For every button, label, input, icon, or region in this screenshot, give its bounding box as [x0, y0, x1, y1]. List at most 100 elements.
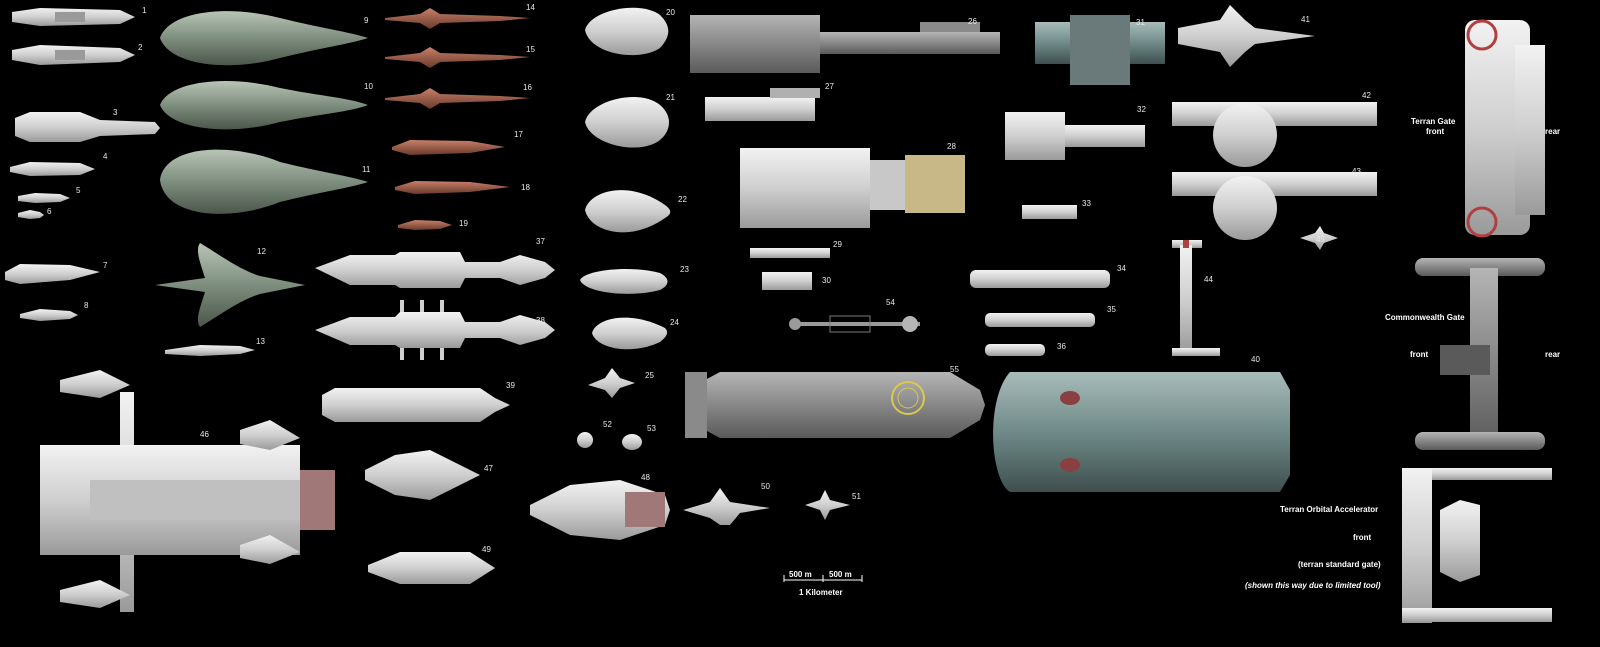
ship-7: [5, 264, 100, 284]
ship-22: [585, 190, 671, 233]
ship-number-label: 46: [200, 430, 209, 439]
ship-17: [392, 140, 505, 155]
ship-30: [762, 272, 812, 290]
ship-21: [585, 96, 669, 148]
ship-number-label: 11: [362, 165, 371, 174]
ship-number-label: 25: [645, 371, 654, 380]
ship-55: [685, 372, 985, 438]
ship-number-label: 17: [514, 130, 523, 139]
ship-number-label: 33: [1082, 199, 1091, 208]
ship-labels: 1234567891011121314151617181920212223242…: [47, 3, 1371, 554]
ship-number-label: 28: [947, 142, 956, 151]
ship-number-label: 13: [256, 337, 265, 346]
commonwealth-gate-front-label: front: [1410, 350, 1429, 359]
ship-number-label: 32: [1137, 105, 1146, 114]
ship-15: [385, 47, 530, 68]
ship-number-label: 41: [1301, 15, 1310, 24]
ship-29: [750, 248, 830, 258]
orbital-accelerator: [1402, 468, 1552, 623]
ship-number-label: 48: [641, 473, 650, 482]
ship-number-label: 21: [666, 93, 675, 102]
ship-44: [1172, 240, 1220, 356]
ship-52: [577, 432, 593, 448]
ship-1: [12, 8, 135, 26]
terran-gate-front-label: front: [1426, 127, 1445, 136]
ship-10: [160, 81, 368, 130]
ship-32: [1005, 112, 1145, 160]
ship-number-label: 42: [1362, 91, 1371, 100]
scale-total-label: 1 Kilometer: [799, 588, 843, 597]
ship-number-label: 18: [521, 183, 530, 192]
ship-number-label: 7: [103, 261, 108, 270]
ship-number-label: 14: [526, 3, 535, 12]
ship-43: [1172, 172, 1377, 240]
ship-number-label: 23: [680, 265, 689, 274]
ship-53: [622, 434, 642, 450]
ship-45: [1300, 226, 1338, 250]
ship-14: [385, 8, 530, 29]
ship-number-label: 20: [666, 8, 675, 17]
orbital-accelerator-note2: (shown this way due to limited tool): [1245, 581, 1381, 590]
ship-35: [985, 313, 1095, 327]
ship-50: [683, 488, 770, 525]
ship-number-label: 36: [1057, 342, 1066, 351]
ship-number-label: 30: [822, 276, 831, 285]
ship-number-label: 31: [1136, 18, 1145, 27]
ship-3: [15, 112, 160, 142]
ship-number-label: 51: [852, 492, 861, 501]
ship-number-label: 40: [1251, 355, 1260, 364]
ship-4: [10, 162, 95, 176]
ship-number-label: 34: [1117, 264, 1126, 273]
ship-27: [705, 88, 820, 121]
ship-18: [395, 181, 510, 194]
ship-number-label: 24: [670, 318, 679, 327]
ship-number-label: 19: [459, 219, 468, 228]
ship-48: [530, 480, 670, 540]
ship-12: [155, 243, 305, 327]
terran-gate-rear-label: rear: [1545, 127, 1560, 136]
ship-51: [805, 490, 850, 520]
ship-5: [18, 193, 70, 203]
ship-number-label: 49: [482, 545, 491, 554]
ship-number-label: 8: [84, 301, 89, 310]
ship-36: [985, 344, 1045, 356]
commonwealth-gate-rear-label: rear: [1545, 350, 1560, 359]
ship-number-label: 39: [506, 381, 515, 390]
ship-34: [970, 270, 1110, 288]
ship-number-label: 1: [142, 6, 147, 15]
ship-2: [12, 45, 135, 65]
ship-20: [585, 7, 669, 56]
ship-38: [315, 300, 555, 360]
ship-11: [160, 149, 368, 214]
ship-8: [20, 309, 78, 321]
ship-46: [40, 370, 335, 612]
ship-number-label: 12: [257, 247, 266, 256]
ship-number-label: 6: [47, 207, 52, 216]
ship-number-label: 22: [678, 195, 687, 204]
scale-right-label: 500 m: [829, 570, 852, 579]
ship-25: [588, 368, 635, 398]
ship-28: [740, 148, 965, 228]
ship-6: [18, 210, 44, 219]
ship-24: [592, 317, 668, 350]
ship-number-label: 35: [1107, 305, 1116, 314]
ship-number-label: 43: [1352, 167, 1361, 176]
terran-gate: [1465, 19, 1545, 238]
ship-number-label: 52: [603, 420, 612, 429]
ship-16: [385, 88, 530, 109]
ship-number-label: 44: [1204, 275, 1213, 284]
ship-number-label: 10: [364, 82, 373, 91]
ship-number-label: 9: [364, 16, 369, 25]
ship-13: [165, 345, 255, 356]
ship-number-label: 4: [103, 152, 108, 161]
orbital-accelerator-label: Terran Orbital Accelerator: [1280, 505, 1378, 514]
ship-number-label: 45: [1316, 235, 1325, 244]
ship-number-label: 26: [968, 17, 977, 26]
scale-bar: 500 m 500 m 1 Kilometer: [783, 570, 863, 597]
ship-37: [315, 252, 555, 288]
orbital-accelerator-front-label: front: [1353, 533, 1372, 542]
ship-number-label: 55: [950, 365, 959, 374]
ship-number-label: 15: [526, 45, 535, 54]
orbital-accelerator-note1: (terran standard gate): [1298, 560, 1381, 569]
